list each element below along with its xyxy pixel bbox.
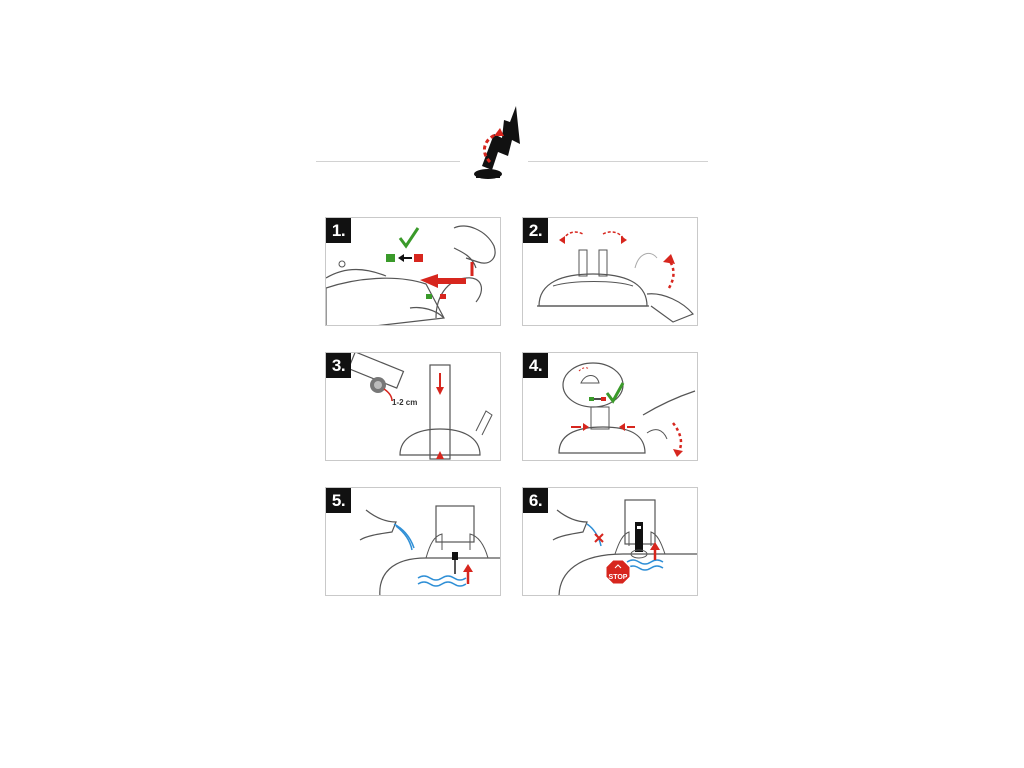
stop-water-icon: STOP: [523, 488, 698, 596]
step-6-number: 6.: [523, 488, 548, 513]
step-3-panel: 1-2 cm 3.: [325, 352, 501, 461]
step-4-number: 4.: [523, 353, 548, 378]
lock-release-icon: [326, 218, 501, 326]
step-1-number: 1.: [326, 218, 351, 243]
header-divider-right: [528, 161, 708, 162]
step-6-panel: STOP 6.: [522, 487, 698, 596]
open-clamps-icon: [523, 218, 698, 326]
step-4-panel: 4.: [522, 352, 698, 461]
step-1-panel: 1.: [325, 217, 501, 326]
fill-water-icon: [326, 488, 501, 596]
step-5-number: 5.: [326, 488, 351, 513]
step-3-number: 3.: [326, 353, 351, 378]
header-divider-left: [316, 161, 460, 162]
step-5-panel: 5.: [325, 487, 501, 596]
stop-sign-label: STOP: [609, 574, 628, 581]
measure-label: 1-2 cm: [392, 398, 417, 407]
step-2-panel: 2.: [522, 217, 698, 326]
tree-stand-logo-icon: [468, 104, 528, 180]
step-2-number: 2.: [523, 218, 548, 243]
close-clamps-icon: [523, 353, 698, 461]
insert-trunk-icon: 1-2 cm: [326, 353, 501, 461]
